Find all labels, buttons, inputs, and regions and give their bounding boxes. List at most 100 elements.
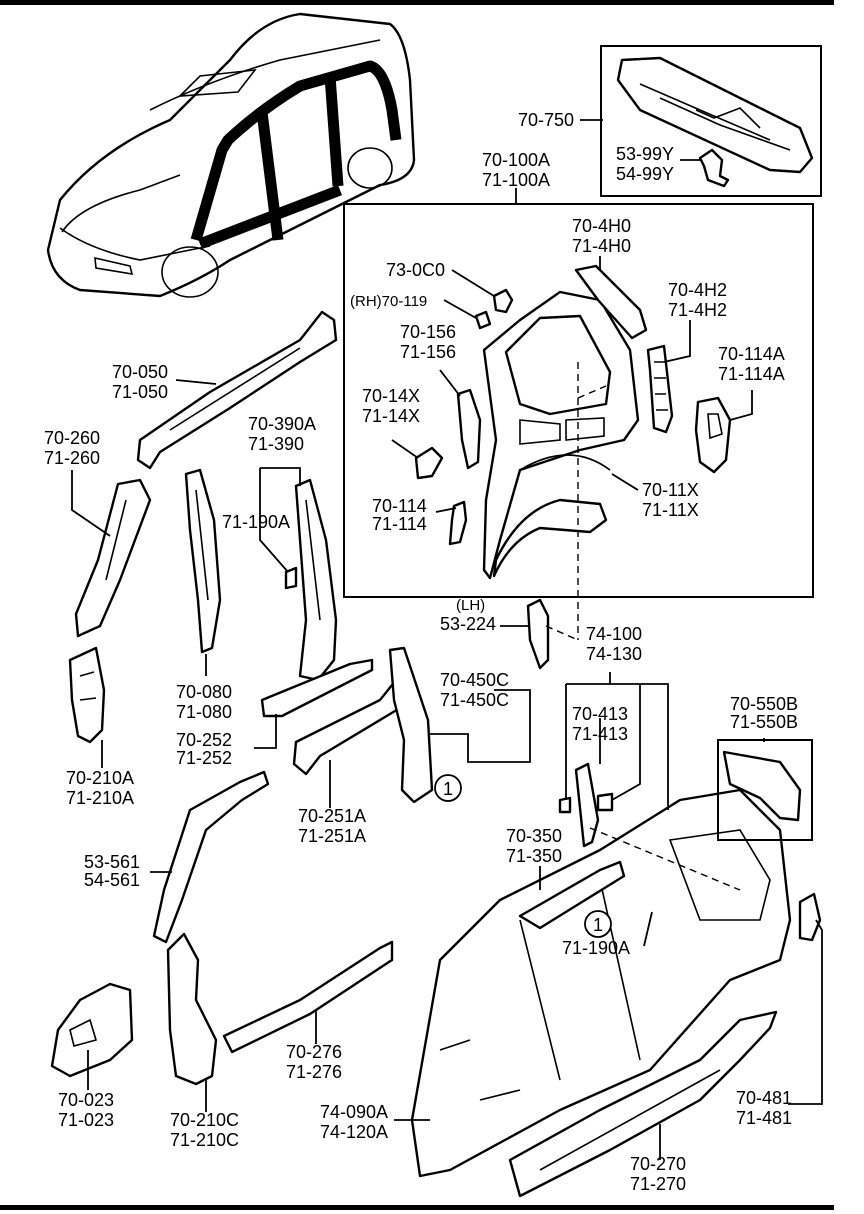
label-70-4h2: 70-4H2	[668, 280, 727, 300]
part-70-210c-shape	[166, 932, 218, 1086]
part-70-14x-shape	[414, 446, 444, 480]
part-70-350-shape	[518, 860, 626, 930]
callout-circle-1-right: 1	[584, 910, 612, 938]
bottom-border-rule	[0, 1205, 834, 1210]
label-71-4h0: 71-4H0	[572, 236, 631, 256]
label-54-99y: 54-99Y	[616, 164, 674, 184]
label-71-450c: 71-450C	[440, 690, 509, 710]
label-71-260: 71-260	[44, 448, 100, 468]
label-71-100a: 71-100A	[482, 170, 550, 190]
part-70-413-shape	[558, 762, 614, 848]
label-73-0c0: 73-0C0	[386, 260, 445, 280]
label-74-100: 74-100	[586, 624, 642, 644]
part-70-210a-shape	[68, 646, 106, 744]
label-70-260: 70-260	[44, 428, 100, 448]
callout-text: 1	[443, 779, 453, 799]
label-71-023: 71-023	[58, 1110, 114, 1130]
label-53-224: 53-224	[440, 614, 496, 634]
part-70-114-shape	[448, 500, 468, 546]
label-lh: (LH)	[456, 597, 485, 614]
label-70-210a: 70-210A	[66, 768, 134, 788]
label-70-080: 70-080	[176, 682, 232, 702]
label-71-350: 71-350	[506, 846, 562, 866]
label-71-050: 71-050	[112, 382, 168, 402]
part-70-450c-shape	[388, 646, 434, 804]
label-70-450c: 70-450C	[440, 670, 509, 690]
label-70-252: 70-252	[176, 730, 232, 750]
label-71-190a: 71-190A	[222, 512, 290, 532]
part-53-99y-shape	[698, 148, 730, 188]
label-71-251a: 71-251A	[298, 826, 366, 846]
part-70-390a-shape	[294, 478, 338, 682]
label-70-114: 70-114	[372, 496, 427, 516]
label-71-390: 71-390	[248, 434, 304, 454]
part-70-114a-shape	[694, 396, 732, 474]
label-70-050: 70-050	[112, 362, 168, 382]
label-70-023: 70-023	[58, 1090, 114, 1110]
label-71-413: 71-413	[572, 724, 628, 744]
part-70-260-shape	[74, 478, 152, 638]
label-71-4h2: 71-4H2	[668, 300, 727, 320]
part-number-labels: 70-750 53-99Y 54-99Y 70-100A 71-100A 70-…	[44, 110, 798, 1194]
part-73-0c0-shape	[492, 288, 514, 314]
label-70-100a: 70-100A	[482, 150, 550, 170]
label-70-156: 70-156	[400, 322, 456, 342]
part-70-050-shape	[136, 310, 338, 470]
inset-box-roof-panel	[600, 45, 822, 197]
label-74-090a: 74-090A	[320, 1102, 388, 1122]
callout-text: 1	[593, 915, 603, 935]
label-70-270: 70-270	[630, 1154, 686, 1174]
dashed-reference-lines	[545, 362, 741, 891]
label-71-481: 71-481	[736, 1108, 792, 1128]
label-71-080: 71-080	[176, 702, 232, 722]
label-71-550b: 71-550B	[730, 712, 798, 732]
label-71-190a-lower: 71-190A	[562, 938, 630, 958]
leader-lines	[71, 119, 823, 1160]
label-70-251a: 70-251A	[298, 806, 366, 826]
label-74-130: 74-130	[586, 644, 642, 664]
label-70-14x: 70-14X	[362, 386, 420, 406]
label-71-210a: 71-210A	[66, 788, 134, 808]
label-71-210c: 71-210C	[170, 1130, 239, 1150]
label-70-413: 70-413	[572, 704, 628, 724]
part-70-4h0-shape	[574, 264, 648, 340]
label-53-99y: 53-99Y	[616, 144, 674, 164]
part-70-481-shape	[798, 892, 822, 942]
label-rh-70-119: (RH)70-119	[350, 293, 427, 310]
label-70-4h0: 70-4H0	[572, 216, 631, 236]
part-70-080-shape	[184, 468, 222, 654]
part-53-561-shape	[152, 770, 270, 944]
label-54-561: 54-561	[84, 870, 140, 890]
label-71-252: 71-252	[176, 748, 232, 768]
part-70-119-shape	[474, 310, 492, 330]
part-70-100a-shape	[482, 290, 640, 580]
part-74-090a-shape	[410, 788, 792, 1178]
label-71-270: 71-270	[630, 1174, 686, 1194]
label-70-11x: 70-11X	[642, 480, 699, 500]
part-70-156-shape	[456, 388, 482, 470]
label-53-561: 53-561	[84, 852, 140, 872]
part-70-023-shape	[50, 982, 134, 1078]
vehicle-overview-illustration	[46, 12, 416, 298]
part-70-11x-shape	[492, 498, 608, 578]
label-70-390a: 70-390A	[248, 414, 316, 434]
part-70-276-shape	[222, 940, 394, 1054]
label-71-114a: 71-114A	[718, 364, 785, 384]
label-70-114a: 70-114A	[718, 344, 785, 364]
label-71-276: 71-276	[286, 1062, 342, 1082]
part-70-4h2-shape	[646, 344, 674, 434]
top-border-rule	[0, 0, 834, 5]
label-74-120a: 74-120A	[320, 1122, 388, 1142]
label-70-276: 70-276	[286, 1042, 342, 1062]
label-70-481: 70-481	[736, 1088, 792, 1108]
label-71-14x: 71-14X	[362, 406, 420, 426]
label-71-156: 71-156	[400, 342, 456, 362]
part-70-550b-shape	[717, 739, 813, 841]
part-70-750-shape	[616, 56, 814, 174]
label-71-114: 71-114	[372, 514, 427, 534]
label-70-550b: 70-550B	[730, 694, 798, 714]
label-71-11x: 71-11X	[642, 500, 699, 520]
part-70-270-shape	[508, 1010, 778, 1198]
